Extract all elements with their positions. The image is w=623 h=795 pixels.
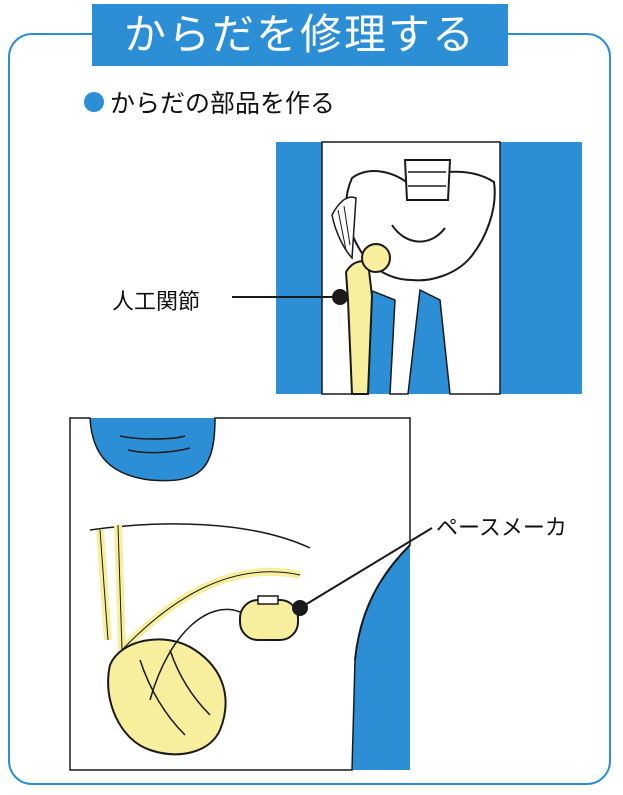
pacemaker-label: ペースメーカ: [436, 510, 567, 542]
spine-base: [405, 160, 450, 200]
chest-illustration: [70, 418, 432, 770]
pacemaker-device: [240, 600, 298, 640]
hip-illustration: [232, 142, 582, 394]
pacemaker-marker: [292, 600, 308, 616]
artificial-hip-ball: [362, 244, 390, 272]
joint-marker: [332, 289, 348, 305]
joint-label: 人工関節: [112, 284, 200, 316]
pacemaker-header: [258, 596, 278, 604]
